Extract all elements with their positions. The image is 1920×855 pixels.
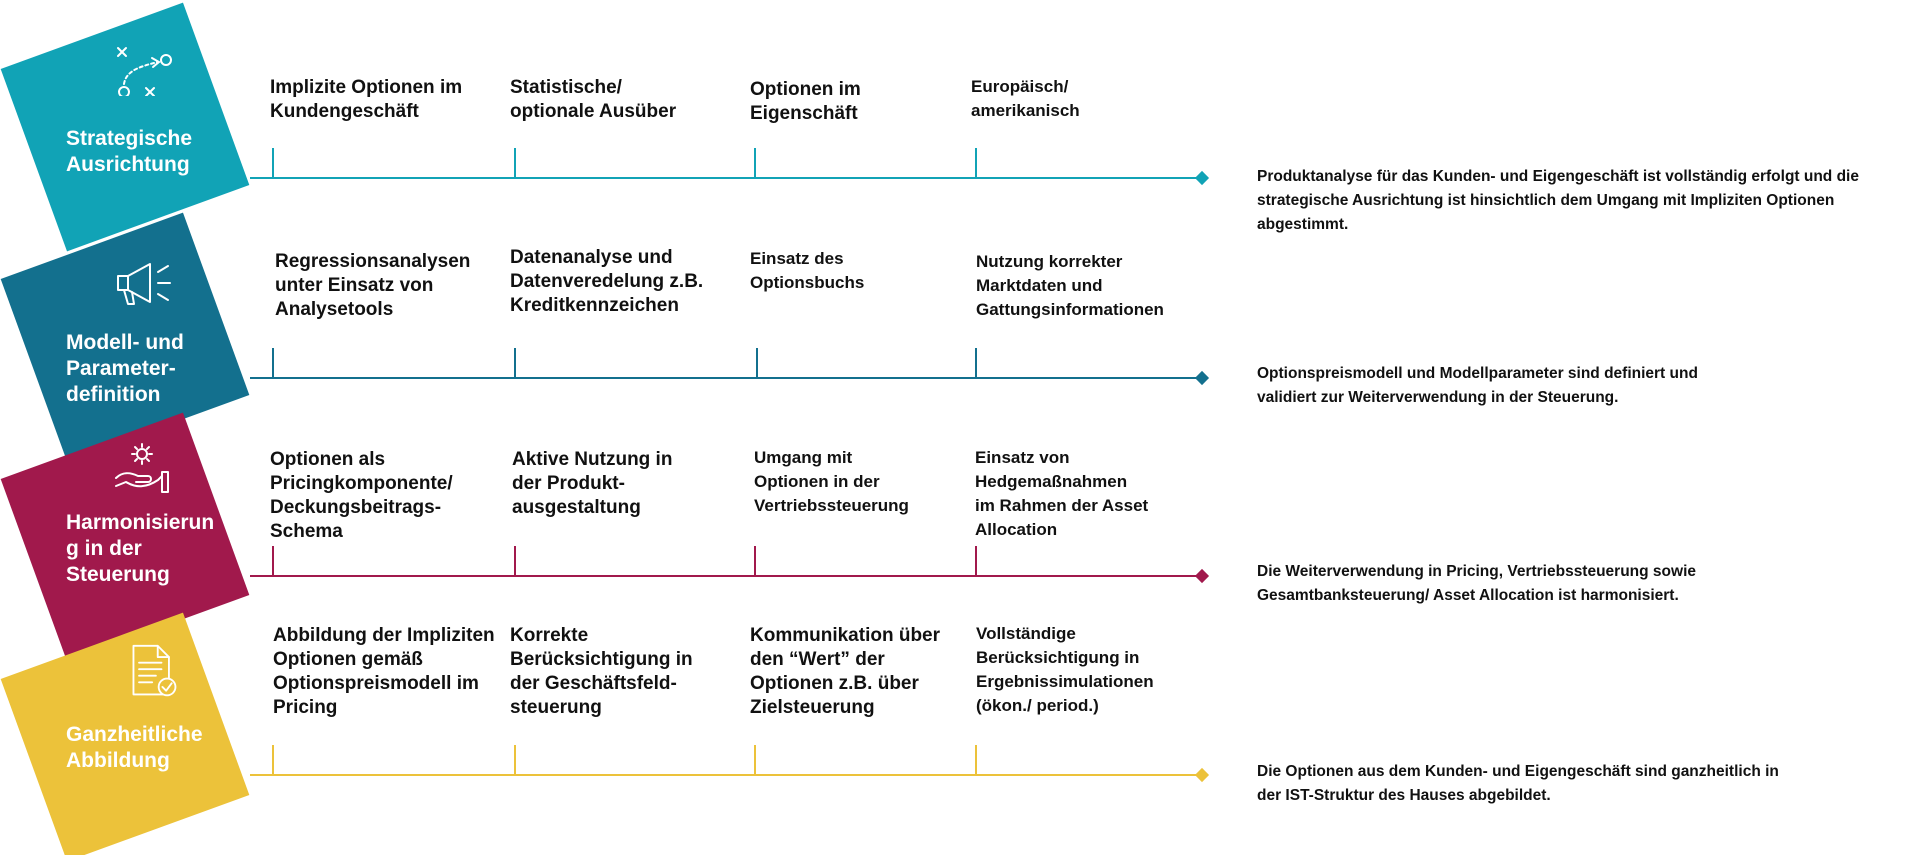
tile-label: Strategische Ausrichtung [66, 127, 193, 176]
timeline-end-marker [1194, 370, 1210, 386]
step-text: Kommunikation über den “Wert” der Option… [750, 625, 941, 718]
timeline-tick [272, 546, 274, 576]
timeline-tick [975, 546, 977, 576]
timeline-tick [272, 148, 274, 178]
summary-text: Die Optionen aus dem Kunden- und Eigenge… [1257, 763, 1779, 804]
timeline-tick [514, 546, 516, 576]
step-text: Statistische/ optionale Ausüber [510, 77, 677, 122]
step-text: Nutzung korrekter Marktdaten und Gattung… [976, 252, 1164, 319]
summary-text: Optionspreismodell und Modellparameter s… [1257, 365, 1698, 406]
timeline-tick [754, 148, 756, 178]
tile-label: Harmonisierun g in der Steuerung [66, 511, 215, 586]
timeline-line-modell [250, 377, 1200, 379]
step-text: Vollständige Berücksichtigung in Ergebni… [976, 624, 1154, 715]
tile-label: Ganzheitliche Abbildung [66, 723, 203, 772]
timeline-tick [514, 148, 516, 178]
step-text: Einsatz von Hedgemaßnahmen im Rahmen der… [975, 448, 1149, 539]
timeline-tick [514, 745, 516, 775]
timeline-tick [514, 348, 516, 378]
phase-tile-modell: Modell- und Parameter- definition [0, 212, 250, 462]
step-text: Abbildung der Impliziten Optionen gemäß … [273, 625, 495, 718]
strategy-play-icon [117, 47, 172, 96]
step-text: Einsatz des Optionsbuchs [750, 249, 865, 292]
step-text: Implizite Optionen im Kundengeschäft [270, 77, 463, 122]
timeline-tick [754, 546, 756, 576]
phase-tile-harmonisierung: Harmonisierun g in der Steuerung [0, 412, 250, 662]
timeline-line-ganzheitlich [250, 774, 1200, 776]
timeline-tick [975, 148, 977, 178]
step-text: Datenanalyse und Datenveredelung z.B. Kr… [510, 247, 704, 316]
step-text: Umgang mit Optionen in der Vertriebssteu… [754, 448, 909, 515]
timeline-tick [754, 745, 756, 775]
phase-tile-strategie: Strategische Ausrichtung [0, 2, 250, 252]
step-text: Europäisch/ amerikanisch [971, 77, 1080, 120]
timeline-end-marker [1194, 170, 1210, 186]
document-check-icon [132, 644, 177, 697]
timeline-line-strategie [250, 177, 1200, 179]
summary-text: Produktanalyse für das Kunden- und Eigen… [1257, 168, 1859, 233]
megaphone-icon [117, 263, 171, 305]
timeline-tick [975, 745, 977, 775]
step-text: Optionen im Eigenschäft [750, 79, 861, 124]
summary-text: Die Weiterverwendung in Pricing, Vertrie… [1257, 563, 1696, 604]
timeline-end-marker [1194, 767, 1210, 783]
step-text: Optionen als Pricingkomponente/ Deckungs… [270, 449, 453, 542]
timeline-tick [975, 348, 977, 378]
step-text: Regressionsanalysen unter Einsatz von An… [275, 251, 471, 320]
timeline-line-harmonisierung [250, 575, 1200, 577]
timeline-tick [756, 348, 758, 378]
hand-gear-icon [115, 443, 169, 493]
step-text: Korrekte Berücksichtigung in der Geschäf… [510, 625, 693, 718]
tile-label: Modell- und Parameter- definition [66, 331, 184, 406]
step-text: Aktive Nutzung in der Produkt- ausgestal… [512, 449, 673, 518]
timeline-tick [272, 348, 274, 378]
phase-tile-ganzheitlich: Ganzheitliche Abbildung [0, 612, 250, 855]
timeline-tick [272, 745, 274, 775]
timeline-end-marker [1194, 568, 1210, 584]
